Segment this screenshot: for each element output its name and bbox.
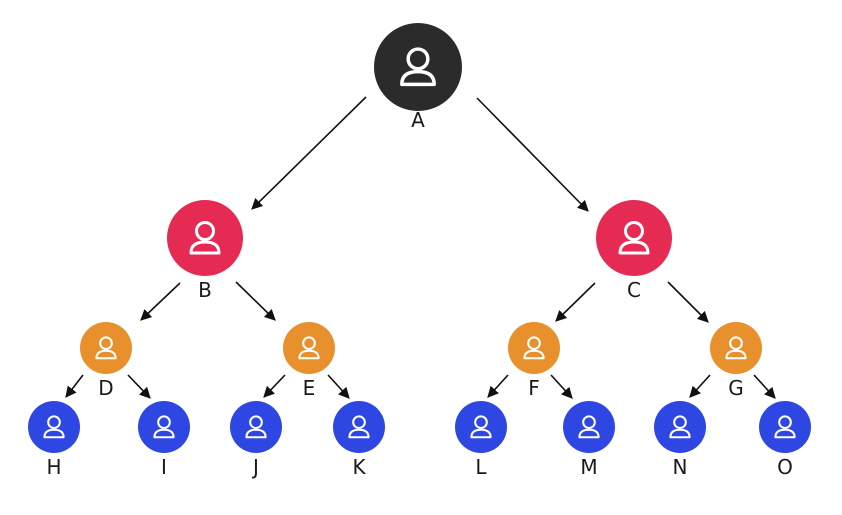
node-circle [654,401,706,453]
node-k: K [333,401,385,479]
edge-f-m [550,374,573,399]
node-label: M [580,455,597,479]
node-circle [455,401,507,453]
node-label: G [728,376,744,400]
edge-a-b [251,96,367,210]
node-label: K [352,455,366,479]
user-icon [578,415,600,439]
node-l: L [455,401,507,479]
user-icon [523,336,545,360]
node-circle [563,401,615,453]
node-circle [333,401,385,453]
edge-e-j [263,374,286,398]
node-label: D [98,376,113,400]
node-label: F [528,376,540,400]
user-icon [348,415,370,439]
node-label: O [777,455,793,479]
node-f: F [508,322,560,400]
node-o: O [759,401,811,479]
edge-g-o [753,374,776,399]
user-icon [470,415,492,439]
user-icon [618,221,650,255]
node-i: I [138,401,190,479]
edge-f-l [487,374,509,398]
node-h: H [28,401,80,479]
edge-a-c [476,97,589,212]
node-label: E [303,376,316,400]
node-circle [283,322,335,374]
node-circle [508,322,560,374]
user-icon [725,336,747,360]
node-circle [80,322,132,374]
user-icon [153,415,175,439]
user-icon [774,415,796,439]
node-circle [230,401,282,453]
user-icon [669,415,691,439]
node-label: A [411,108,425,132]
node-circle [710,322,762,374]
node-c: C [596,200,672,302]
node-circle [28,401,80,453]
user-icon [400,47,436,87]
edge-d-h [65,374,84,398]
node-circle [759,401,811,453]
node-label: N [673,455,688,479]
node-b: B [167,200,243,302]
user-icon [298,336,320,360]
node-n: N [654,401,706,479]
user-icon [43,415,65,439]
edge-c-f [555,282,596,322]
node-label: B [198,278,212,302]
node-m: M [563,401,615,479]
node-g: G [710,322,762,400]
edge-b-d [140,282,181,321]
edge-d-i [127,374,151,399]
user-icon [245,415,267,439]
nodes: A B C D E F G H I J K L M N O [28,23,811,479]
user-icon [189,221,221,255]
node-a: A [374,23,462,132]
node-label: L [475,455,487,479]
edges [65,96,776,399]
node-label: I [161,455,167,479]
edge-c-g [667,281,709,323]
node-circle [138,401,190,453]
edge-e-k [327,374,350,399]
node-label: C [627,278,641,302]
node-label: H [46,455,61,479]
node-d: D [80,322,132,400]
node-j: J [230,401,282,479]
edge-b-e [235,281,276,321]
node-label: J [251,455,259,479]
node-e: E [283,322,335,400]
edge-g-n [689,374,711,398]
user-icon [95,336,117,360]
